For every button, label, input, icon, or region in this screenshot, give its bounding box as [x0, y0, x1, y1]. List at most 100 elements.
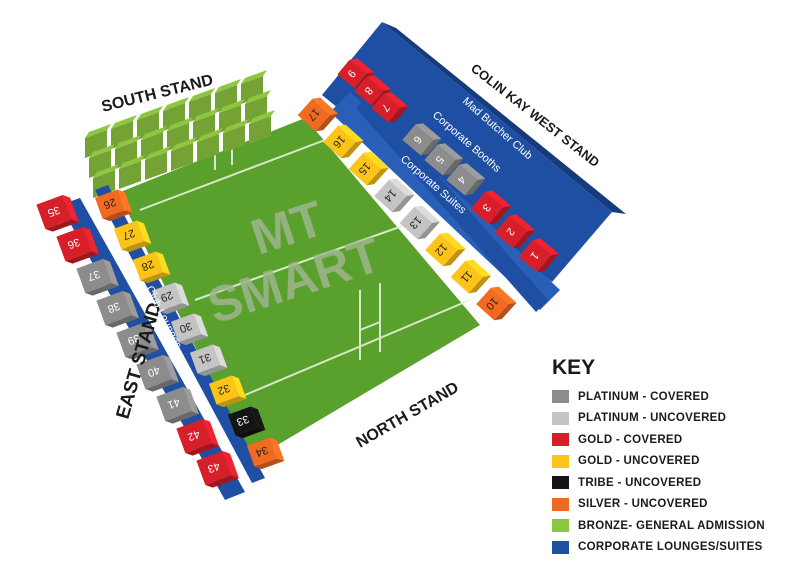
section-17[interactable]: 17	[297, 94, 339, 134]
bronze-block-top	[245, 90, 271, 104]
bronze-block-top	[93, 164, 119, 178]
section-face	[446, 164, 478, 196]
section-number: 26	[102, 195, 118, 210]
bronze-block-top	[215, 79, 241, 93]
section-side	[392, 194, 415, 213]
section-side	[417, 221, 441, 240]
section-number: 39	[126, 331, 142, 346]
section-33[interactable]: 33	[227, 405, 266, 441]
section-top	[459, 163, 486, 181]
section-39[interactable]: 39	[116, 321, 159, 362]
section-face	[297, 98, 331, 132]
section-36[interactable]: 36	[56, 225, 99, 266]
section-30[interactable]: 30	[170, 312, 209, 348]
section-face	[337, 59, 367, 89]
section-26[interactable]: 26	[94, 188, 133, 224]
section-14[interactable]: 14	[374, 175, 415, 215]
section-face	[348, 152, 382, 186]
section-10[interactable]: 10	[476, 283, 517, 323]
section-38[interactable]: 38	[96, 289, 139, 330]
section-13[interactable]: 13	[399, 202, 441, 242]
bronze-block-top	[171, 137, 197, 151]
section-top	[484, 190, 511, 208]
section-face	[450, 260, 484, 294]
bronze-block-top	[197, 128, 223, 142]
south-stand-terrace	[85, 70, 275, 198]
legend-item: GOLD - COVERED	[552, 429, 792, 451]
section-top	[102, 258, 119, 287]
section-face	[371, 93, 401, 123]
section-face	[96, 290, 132, 326]
section-15[interactable]: 15	[348, 148, 390, 188]
section-side	[185, 443, 219, 456]
bronze-block-top	[223, 119, 249, 133]
legend-item: GOLD - UNCOVERED	[552, 451, 792, 473]
section-11[interactable]: 11	[450, 256, 492, 296]
section-side	[235, 427, 266, 439]
section-face	[518, 239, 552, 273]
section-31[interactable]: 31	[189, 343, 228, 379]
legend-swatch	[552, 519, 569, 533]
section-5[interactable]: 5	[424, 140, 464, 179]
section-top	[193, 313, 209, 337]
section-side	[45, 219, 79, 232]
legend-label: BRONZE- GENERAL ADMISSION	[578, 519, 766, 532]
section-43[interactable]: 43	[196, 449, 239, 490]
section-28[interactable]: 28	[132, 250, 171, 286]
section-35[interactable]: 35	[36, 193, 79, 234]
section-4[interactable]: 4	[446, 160, 486, 199]
section-face	[170, 313, 202, 343]
section-29[interactable]: 29	[151, 281, 190, 317]
bronze-block-top	[249, 110, 275, 124]
section-face	[246, 437, 278, 467]
west-corporate-backdrop-side	[382, 22, 626, 214]
section-face	[136, 354, 172, 390]
legend-label: TRIBE - UNCOVERED	[578, 476, 702, 489]
section-face	[189, 344, 221, 374]
section-16[interactable]: 16	[323, 121, 364, 161]
bronze-block-top	[167, 117, 193, 131]
section-top	[439, 232, 466, 250]
legend-label: PLATINUM - UNCOVERED	[578, 412, 727, 425]
section-side	[420, 138, 442, 156]
section-face	[399, 206, 433, 240]
section-3[interactable]: 3	[470, 187, 511, 227]
section-number: 37	[86, 267, 102, 282]
section-41[interactable]: 41	[156, 385, 199, 426]
section-6[interactable]: 6	[402, 120, 442, 159]
section-top	[312, 97, 339, 115]
section-1[interactable]: 1	[518, 235, 559, 275]
section-42[interactable]: 42	[176, 417, 219, 458]
seating-sections: 9876543211716151413121110353637383940414…	[36, 58, 559, 490]
section-side	[65, 251, 99, 264]
section-side	[145, 379, 179, 392]
section-top	[414, 205, 441, 223]
section-34[interactable]: 34	[246, 436, 285, 472]
section-40[interactable]: 40	[136, 353, 179, 394]
section-7[interactable]: 7	[371, 89, 409, 126]
section-12[interactable]: 12	[425, 229, 466, 269]
bronze-block-top	[141, 126, 167, 140]
section-32[interactable]: 32	[208, 374, 247, 410]
section-side	[464, 178, 486, 196]
section-number: 42	[186, 427, 202, 442]
section-side	[315, 113, 339, 132]
section-number: 41	[166, 395, 182, 410]
section-face	[176, 418, 212, 454]
section-face	[36, 194, 72, 230]
section-top	[532, 238, 559, 256]
section-27[interactable]: 27	[113, 219, 152, 255]
section-top	[366, 75, 392, 91]
section-face	[424, 144, 456, 176]
section-number: 40	[146, 363, 162, 378]
section-number: 33	[235, 412, 251, 427]
bronze-block-top	[119, 155, 145, 169]
section-2[interactable]: 2	[494, 211, 535, 251]
section-37[interactable]: 37	[76, 257, 119, 298]
section-top	[117, 189, 133, 213]
section-side	[178, 334, 209, 346]
section-side	[205, 475, 239, 488]
